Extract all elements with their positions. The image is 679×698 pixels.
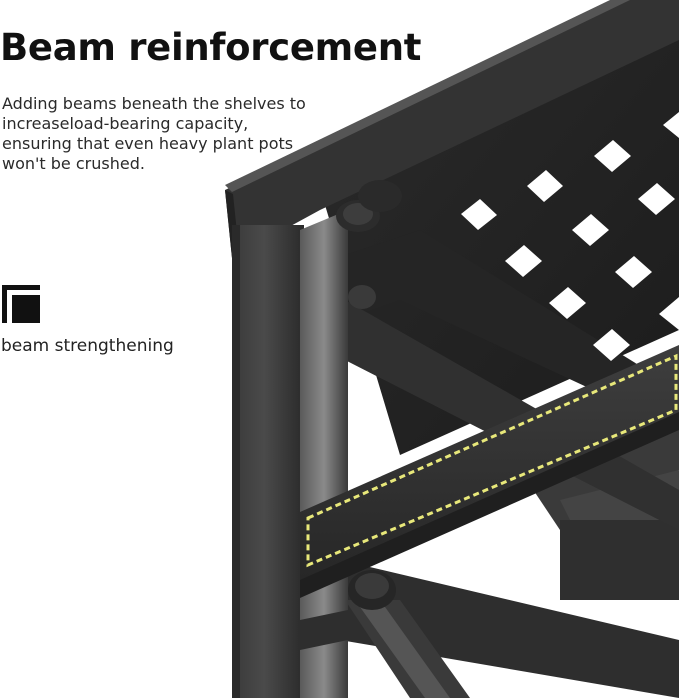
headline: Beam reinforcement	[0, 26, 422, 69]
beam-corner-icon	[2, 285, 40, 323]
feature-label: beam strengthening	[1, 336, 174, 356]
feature-description: Adding beams beneath the shelves to incr…	[2, 94, 306, 173]
